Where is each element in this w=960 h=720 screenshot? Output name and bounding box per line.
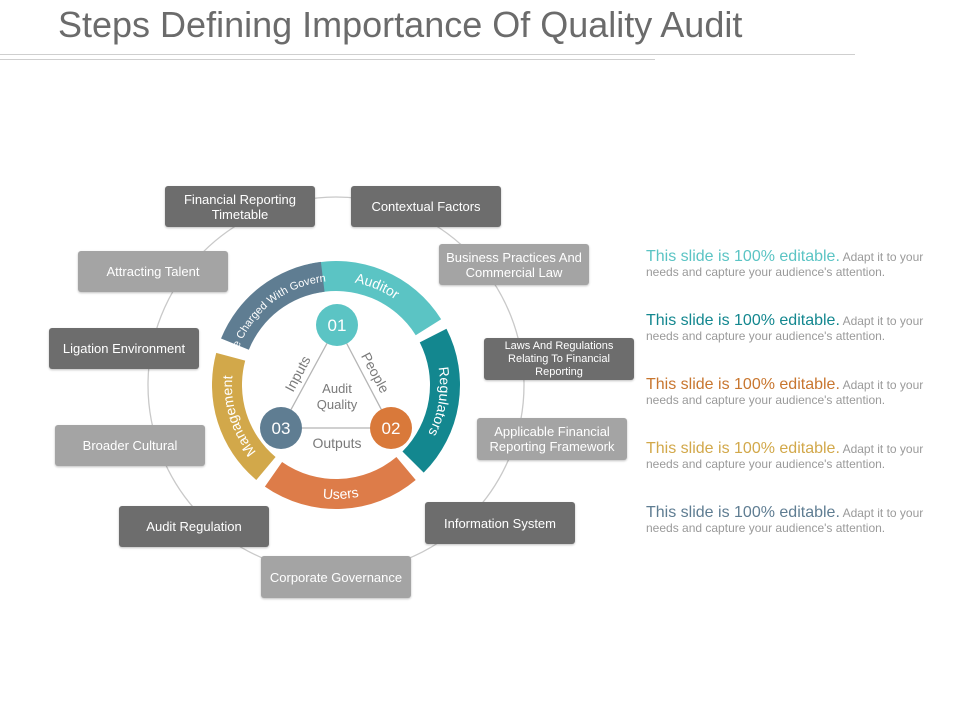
ring-segment-governance[interactable]: Those Charged With Governance [0, 0, 327, 350]
center-node-03[interactable]: 03 [260, 407, 302, 449]
note-lead: This slide is 100% editable. [646, 376, 840, 393]
factor-audit-regulation[interactable]: Audit Regulation [119, 506, 269, 547]
node-label: 03 [272, 419, 291, 438]
node-label: 01 [328, 316, 347, 335]
factor-financial-reporting-timetable[interactable]: Financial Reporting Timetable [165, 186, 315, 227]
factor-ligation-environment[interactable]: Ligation Environment [49, 328, 199, 369]
factor-contextual-factors[interactable]: Contextual Factors [351, 186, 501, 227]
note-lead: This slide is 100% editable. [646, 504, 840, 521]
ring-segment-regulators[interactable]: Regulators [402, 328, 460, 473]
ring-segment-label: Users [322, 484, 359, 502]
edge-label-outputs: Outputs [312, 435, 361, 451]
node-circle [260, 407, 302, 449]
ring-segment-shape [402, 328, 460, 473]
note-text: Adapt it to your needs and capture your … [646, 314, 924, 343]
node-circle [370, 407, 412, 449]
ring-segment-shape [308, 261, 442, 336]
note-2: This slide is 100% editable. Adapt it to… [646, 313, 936, 344]
node-label: 02 [382, 419, 401, 438]
factor-laws-and-regulations[interactable]: Laws And Regulations Relating To Financi… [484, 338, 634, 380]
note-lead: This slide is 100% editable. [646, 440, 840, 457]
note-4: This slide is 100% editable. Adapt it to… [646, 441, 936, 472]
ring-segment-shape [264, 457, 416, 509]
factor-applicable-framework[interactable]: Applicable Financial Reporting Framework [477, 418, 627, 460]
title-rule-top [0, 54, 855, 55]
ring-segment-users[interactable]: Users [264, 457, 416, 509]
page-title: Steps Defining Importance Of Quality Aud… [58, 4, 743, 45]
note-lead: This slide is 100% editable. [646, 248, 840, 265]
edge-label-people: People [358, 350, 393, 396]
factor-business-practices[interactable]: Business Practices And Commercial Law [439, 244, 589, 285]
factor-information-system[interactable]: Information System [425, 502, 575, 544]
center-label-line2: Quality [317, 397, 358, 412]
note-3: This slide is 100% editable. Adapt it to… [646, 377, 936, 408]
edge-label-inputs: Inputs [282, 353, 314, 394]
center-node-02[interactable]: 02 [370, 407, 412, 449]
ring-segment-shape [212, 352, 276, 480]
factor-attracting-talent[interactable]: Attracting Talent [78, 251, 228, 292]
note-1: This slide is 100% editable. Adapt it to… [646, 249, 936, 280]
title-rule-bottom [0, 59, 655, 60]
note-5: This slide is 100% editable. Adapt it to… [646, 505, 936, 536]
node-circle [316, 304, 358, 346]
note-lead: This slide is 100% editable. [646, 312, 840, 329]
factor-broader-cultural[interactable]: Broader Cultural [55, 425, 205, 466]
factor-corporate-governance[interactable]: Corporate Governance [261, 556, 411, 598]
ring-segment-label: Those Charged With Governance [0, 0, 327, 349]
note-text: Adapt it to your needs and capture your … [646, 250, 924, 279]
note-text: Adapt it to your needs and capture your … [646, 378, 924, 407]
center-label-line1: Audit [322, 381, 352, 396]
note-text: Adapt it to your needs and capture your … [646, 506, 924, 535]
note-text: Adapt it to your needs and capture your … [646, 442, 924, 471]
ring-segment-shape [221, 261, 325, 350]
center-node-01[interactable]: 01 [316, 304, 358, 346]
